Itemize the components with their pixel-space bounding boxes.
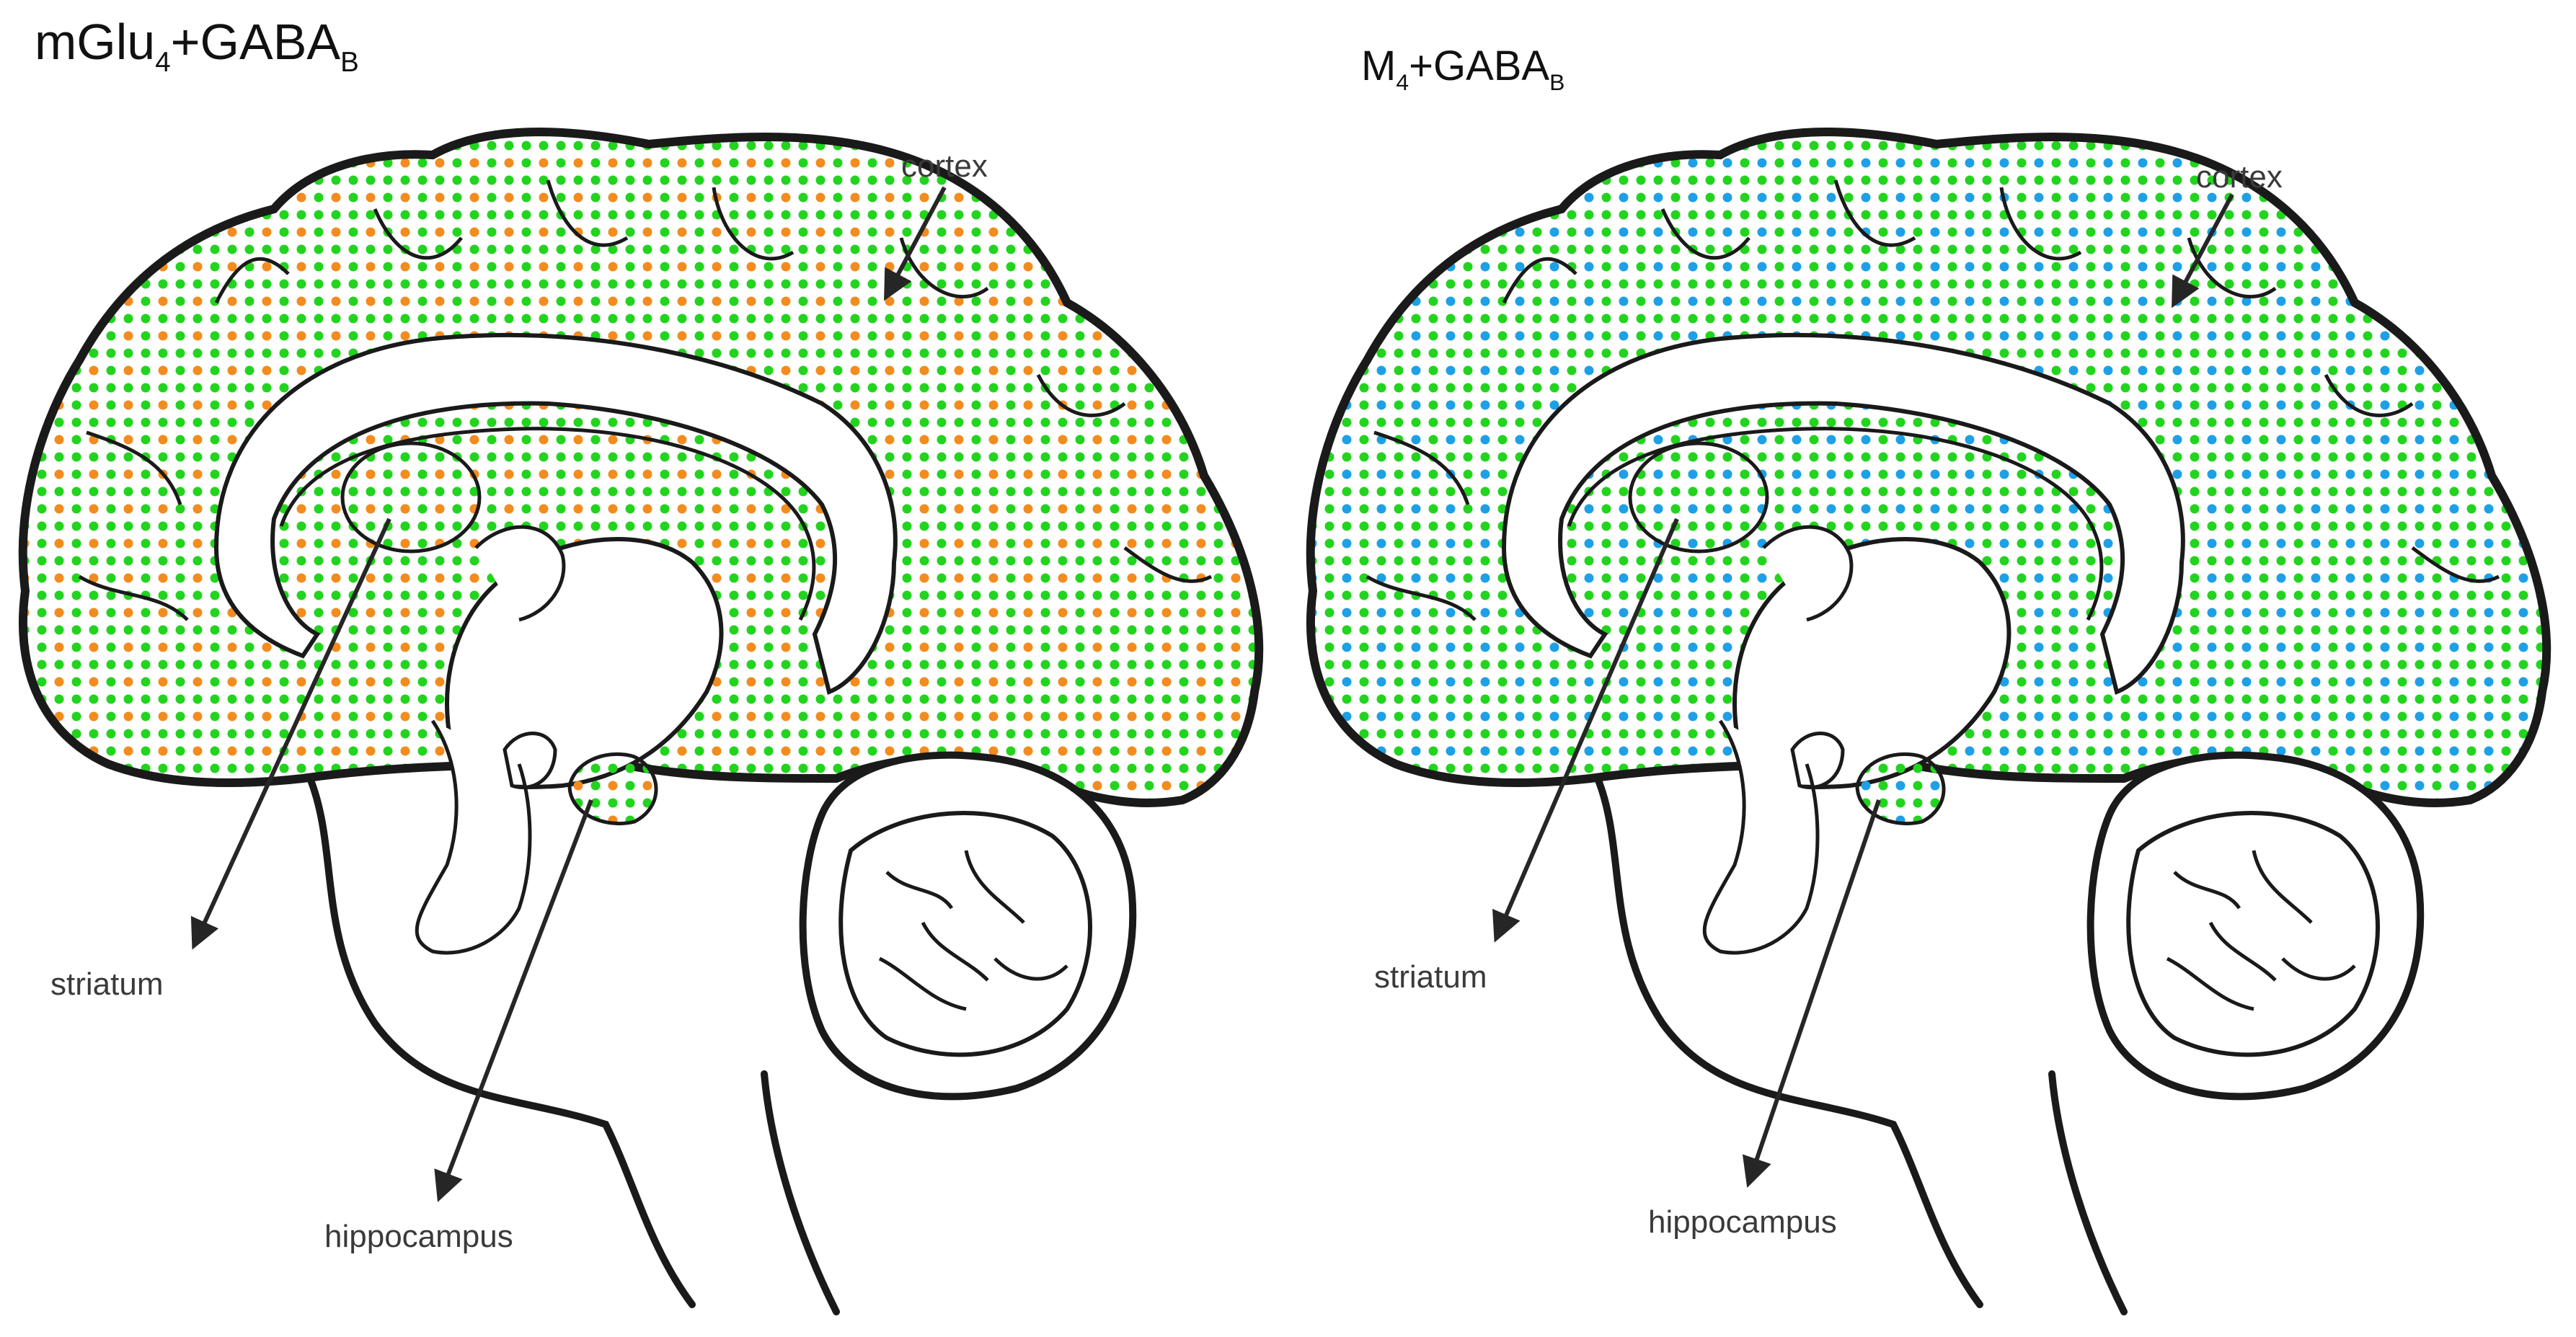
panel-mglu4-gabab: cortex striatum hippocampus mGlu4+GABAB: [18, 13, 1264, 1315]
hippocampus-arrow: [1742, 799, 1881, 1188]
title-mid: +GABA: [170, 14, 341, 70]
cerebellum-inner: [2126, 811, 2380, 1057]
brain-drawing: [1306, 128, 2551, 1315]
striatum-label: striatum: [50, 967, 163, 1002]
cerebrum-dotted-fill: [1306, 128, 2551, 807]
brain-diagram-mglu4-gabab: cortex striatum hippocampus: [18, 128, 1264, 1315]
brain-drawing: [18, 128, 1264, 1315]
brain-interior-structures: [1702, 525, 1854, 955]
striatum-region: [340, 441, 482, 554]
brain-diagram-m4-gabab: cortex striatum hippocampus: [1306, 128, 2551, 1315]
title-subscript: B: [1549, 69, 1565, 96]
brainstem-outline: [306, 775, 840, 1315]
cerebellum-folia: [878, 850, 1068, 1011]
corpus-callosum: [1501, 332, 2185, 696]
hippocampus-arrow: [434, 799, 593, 1202]
cortex-arrow: [884, 186, 947, 301]
cortex-label: cortex: [2196, 159, 2283, 195]
brainstem-outline: [1594, 775, 2128, 1315]
hippocampus-region: [567, 752, 658, 826]
title-subscript: 4: [1396, 69, 1409, 96]
hippocampus-label: hippocampus: [1648, 1204, 1837, 1240]
striatum-arrow: [1492, 518, 1679, 943]
title-subscript: 4: [155, 47, 171, 79]
inner-corpus-callosum: [279, 427, 816, 621]
title-mid: +GABA: [1409, 43, 1550, 89]
striatum-label: striatum: [1374, 959, 1487, 995]
inner-corpus-callosum: [1567, 427, 2104, 621]
cerebrum-dotted-fill: [18, 128, 1264, 807]
title-main: mGlu: [35, 14, 156, 70]
cortex-sulci: [78, 179, 1213, 621]
title-main: M: [1361, 43, 1397, 89]
label-arrows: [190, 186, 947, 1202]
label-arrows: [1492, 193, 2234, 1188]
corpus-callosum: [213, 332, 898, 696]
title-subscript: B: [340, 47, 359, 79]
cortex-sulci: [1366, 179, 2500, 621]
hippocampus-region: [1855, 752, 1946, 826]
striatum-region: [1628, 441, 1769, 554]
brain-interior-structures: [415, 525, 566, 955]
hippocampus-label: hippocampus: [324, 1219, 513, 1254]
panel-title: M4+GABAB: [1361, 42, 1564, 95]
panel-title: mGlu4+GABAB: [35, 13, 359, 78]
cortex-arrow: [2172, 193, 2234, 308]
cerebellum-inner: [838, 811, 1092, 1057]
cerebellum-folia: [2166, 850, 2356, 1011]
striatum-arrow: [190, 518, 391, 950]
panel-m4-gabab: cortex striatum hippocampus M4+GABAB: [1288, 0, 2576, 1337]
cortex-label: cortex: [901, 148, 988, 184]
